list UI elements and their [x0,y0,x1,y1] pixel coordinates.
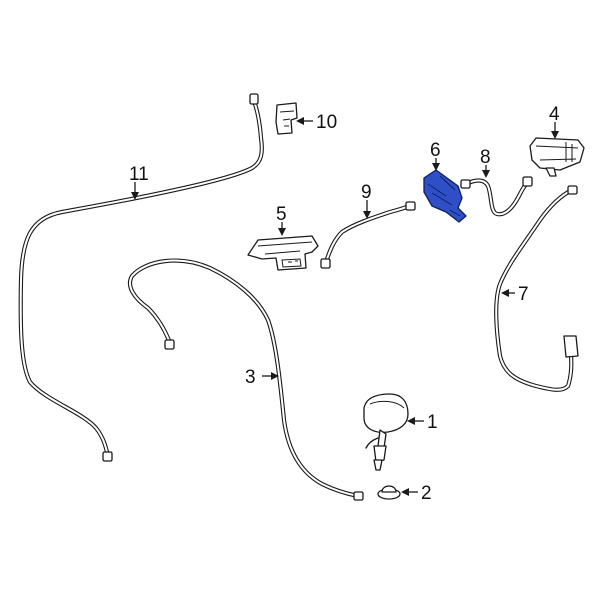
cable-9[interactable] [320,201,416,269]
callout-4: 4 [549,104,560,125]
grommet-2[interactable] [377,485,401,500]
connector-icon [405,201,416,211]
connector-icon [320,258,331,269]
callout-10: 10 [316,112,337,133]
callout-9: 9 [361,182,372,203]
clip-10[interactable] [275,102,298,135]
cable-8[interactable] [460,176,533,217]
connector-icon [522,176,533,187]
connector-icon [563,335,579,358]
callout-8: 8 [480,147,491,168]
callout-leaders [131,117,559,496]
cable-11[interactable] [18,93,264,462]
callout-labels: 1 2 3 4 5 6 7 8 9 10 11 [129,104,560,504]
callout-3: 3 [245,367,256,388]
callout-5: 5 [276,204,287,225]
antenna-1[interactable] [363,393,409,471]
callout-1: 1 [427,412,438,433]
connector-icon [353,491,364,501]
callout-6: 6 [430,140,441,161]
callout-11: 11 [129,164,149,185]
connector-icon [567,185,578,195]
connector-icon [460,179,471,189]
callout-7: 7 [518,284,529,305]
module-4[interactable] [529,137,585,177]
cable-7[interactable] [494,185,579,392]
connector-icon [164,339,175,350]
bracket-5[interactable] [247,235,319,271]
callout-2: 2 [421,483,432,504]
cable-3[interactable] [127,258,364,501]
antenna-amplifier-6[interactable] [423,169,467,223]
connector-icon [249,93,259,105]
connector-icon [102,451,113,462]
